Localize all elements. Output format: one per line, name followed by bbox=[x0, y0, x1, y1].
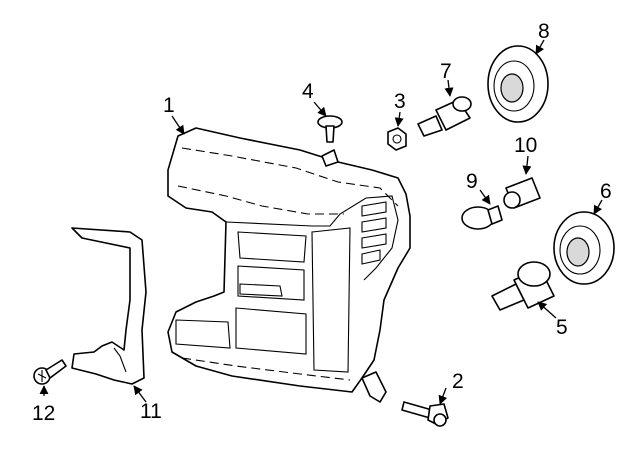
bulb-seal-lower[interactable] bbox=[553, 211, 615, 285]
bulb-socket[interactable] bbox=[503, 177, 541, 209]
wedge-bulb[interactable] bbox=[461, 205, 503, 230]
bracket-screw[interactable] bbox=[33, 359, 67, 385]
retaining-nut[interactable] bbox=[387, 127, 407, 151]
headlamp-housing[interactable] bbox=[167, 127, 411, 403]
bulb-seal-upper[interactable] bbox=[487, 45, 549, 123]
callout-6: 6 bbox=[600, 180, 612, 203]
callout-1: 1 bbox=[163, 94, 175, 117]
callout-2: 2 bbox=[452, 370, 464, 393]
callout-12: 12 bbox=[32, 402, 55, 425]
callout-7: 7 bbox=[440, 60, 452, 83]
callout-9: 9 bbox=[466, 170, 478, 193]
mounting-bracket[interactable] bbox=[71, 227, 147, 385]
callout-5: 5 bbox=[556, 316, 568, 339]
headlamp-bulb[interactable] bbox=[491, 261, 555, 311]
callout-3: 3 bbox=[394, 90, 406, 113]
push-pin[interactable] bbox=[317, 115, 343, 143]
callout-4: 4 bbox=[302, 80, 314, 103]
callout-11: 11 bbox=[140, 400, 162, 423]
leader-lines bbox=[39, 39, 603, 405]
high-beam-bulb[interactable] bbox=[417, 96, 472, 137]
callout-8: 8 bbox=[538, 20, 550, 43]
callout-10: 10 bbox=[514, 134, 537, 157]
adjuster-screw[interactable] bbox=[401, 401, 449, 427]
